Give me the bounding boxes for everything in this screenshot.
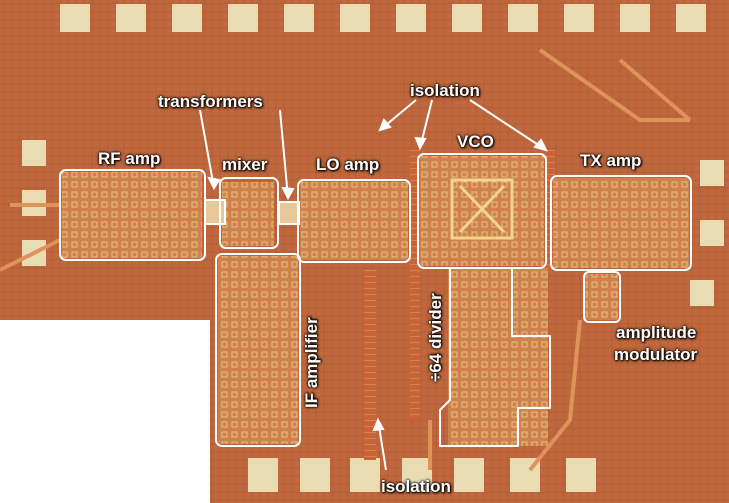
- top-bond-pads: [60, 4, 706, 32]
- vco-inductor: [450, 178, 514, 240]
- lo-amp-circuit: [300, 182, 408, 260]
- isolation-strip-bottom: [364, 270, 376, 460]
- label-transformers: transformers: [158, 92, 263, 111]
- if-amp-circuit: [218, 256, 298, 444]
- label-amplitude: amplitude: [616, 323, 697, 342]
- rf-amp-circuit: [62, 172, 202, 258]
- label-divider: ÷64 divider: [426, 293, 445, 382]
- divider-outline: [439, 267, 551, 447]
- label-isolation-bottom: isolation: [381, 477, 451, 496]
- background-corner: [0, 320, 208, 503]
- annotation-arrows: [199, 99, 548, 471]
- isolation-strip-vertical: [410, 150, 420, 420]
- tx-amp-circuit: [553, 178, 689, 268]
- label-tx-amp: TX amp: [580, 151, 642, 170]
- if-amp-outline: [215, 253, 301, 447]
- divider-circuit: [448, 268, 548, 446]
- am-circuit: [584, 274, 618, 320]
- tx-amp-outline: [550, 175, 692, 271]
- label-mixer: mixer: [222, 155, 268, 174]
- rf-amp-outline: [59, 169, 206, 261]
- label-lo-amp: LO amp: [316, 155, 380, 174]
- label-rf-amp: RF amp: [98, 149, 161, 168]
- transformer-left: [204, 199, 226, 225]
- label-vco: VCO: [457, 132, 494, 151]
- block-outlines: [59, 153, 692, 447]
- mixer-circuit: [222, 182, 274, 246]
- label-modulator: modulator: [614, 345, 698, 364]
- label-if-amplifier: IF amplifier: [302, 317, 321, 408]
- mixer-outline: [219, 177, 279, 249]
- am-outline: [583, 271, 621, 323]
- lo-amp-outline: [297, 179, 411, 263]
- metal-routing: [0, 48, 692, 472]
- transformer-right: [278, 201, 300, 225]
- label-isolation-top: isolation: [410, 81, 480, 100]
